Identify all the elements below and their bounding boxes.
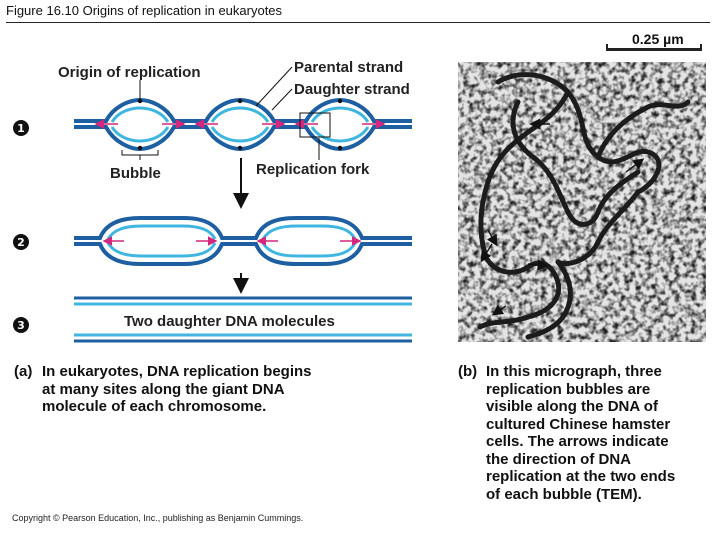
caption-panel-a: (a) In eukaryotes, DNA replication begin… [14,363,374,416]
label-bubble: Bubble [110,165,161,182]
label-replication-fork: Replication fork [256,161,370,178]
origin-dots [137,98,343,151]
figure-title: Figure 16.10 Origins of replication in e… [6,3,283,18]
scale-bar [606,44,702,51]
step-1-badge: 1 [13,120,29,136]
svg-text:2: 2 [17,236,25,249]
step-2-badge: 2 [13,234,29,250]
tem-micrograph [458,62,706,342]
step3-molecules [74,296,412,343]
scale-bar-label: 0.25 µm [632,31,684,47]
label-two-daughter-molecules: Two daughter DNA molecules [124,313,335,330]
caption-a-tag: (a) [14,363,33,380]
step2-bubbles [74,216,412,266]
title-divider [6,22,710,23]
caption-b-text: In this micrograph, three replication bu… [486,363,676,503]
svg-text:3: 3 [17,319,25,332]
label-daughter-strand: Daughter strand [294,81,410,98]
caption-b-tag: (b) [458,363,478,380]
step-3-badge: 3 [13,317,29,333]
caption-a-text: In eukaryotes, DNA replication begins at… [42,363,312,415]
label-parental-strand: Parental strand [294,59,403,76]
step1-dna [74,97,412,152]
copyright-notice: Copyright © Pearson Education, Inc., pub… [12,513,304,523]
label-origin: Origin of replication [58,64,201,81]
callout-lines [121,66,320,160]
micrograph-arrows [480,118,645,316]
fork-highlight-box [299,112,331,138]
caption-panel-b: (b) In this micrograph, three replicatio… [458,363,713,503]
svg-text:1: 1 [17,122,25,135]
